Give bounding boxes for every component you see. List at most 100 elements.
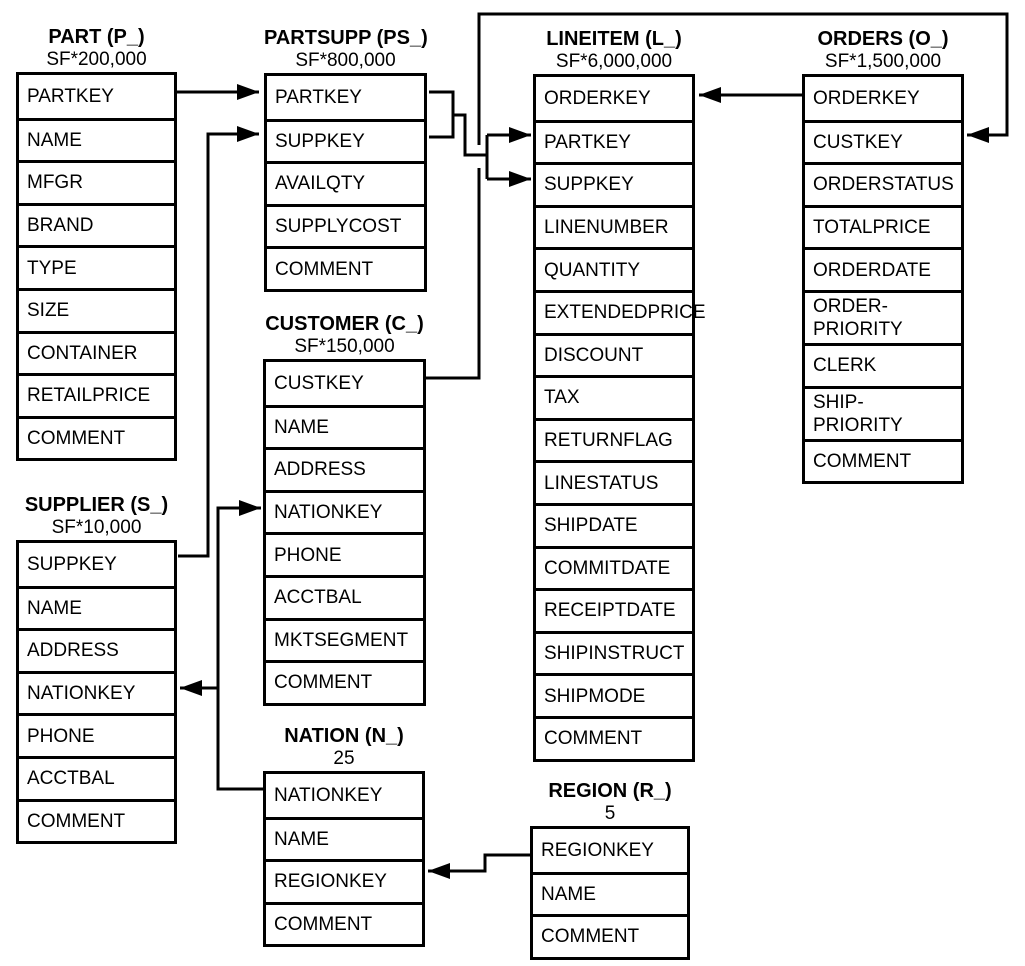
arrow-customer-to-orders-custkey <box>477 12 1009 145</box>
orders-title: ORDERS (O_) <box>817 28 949 50</box>
column-row: SUPPKEY <box>267 118 424 162</box>
column-row: SUPPKEY <box>536 162 692 205</box>
column-row: SUPPKEY <box>27 553 117 575</box>
customer-title: CUSTOMER (C_) <box>265 313 424 335</box>
column-row: RETURNFLAG <box>536 417 692 461</box>
column-row: RETAILPRICE <box>19 373 174 416</box>
arrow-region-to-nation-regionkey <box>428 853 530 879</box>
column-row: SHIPINSTRUCT <box>536 630 692 674</box>
column-row: NATIONKEY <box>19 670 174 714</box>
column-row: REGIONKEY <box>266 859 422 902</box>
column-row: TYPE <box>19 245 174 288</box>
column-row: PHONE <box>19 713 174 756</box>
column-row: MKTSEGMENT <box>266 617 423 661</box>
lineitem-cardinality: SF*6,000,000 <box>555 51 673 72</box>
column-row: SHIPDATE <box>536 502 692 546</box>
column-row: NATIONKEY <box>274 784 383 806</box>
column-row: NAME <box>19 117 174 161</box>
partsupp-key-bracket <box>429 90 455 139</box>
column-row: CLERK <box>805 342 961 386</box>
column-row: TAX <box>536 375 692 418</box>
column-row: ORDERKEY <box>544 87 651 109</box>
orders-cardinality: SF*1,500,000 <box>824 51 942 72</box>
column-row: MFGR <box>19 160 174 203</box>
region-title: REGION (R_) <box>548 780 672 802</box>
column-row: RECEIPTDATE <box>536 588 692 631</box>
column-row: BRAND <box>19 202 174 246</box>
column-row: ORDERKEY <box>813 87 920 109</box>
table-orders: ORDERS (O_) SF*1,500,000 ORDERKEY CUSTKEY… <box>802 28 964 485</box>
partsupp-to-lineitem-bus <box>453 113 489 179</box>
partsupp-cardinality: SF*800,000 <box>295 50 396 71</box>
column-row: NAME <box>266 816 422 860</box>
column-row: COMMENT <box>266 660 423 703</box>
column-row: TOTALPRICE <box>805 204 961 248</box>
column-row: NAME <box>266 404 423 448</box>
lineitem-title: LINEITEM (L_) <box>546 28 682 50</box>
column-row: SHIP- PRIORITY <box>805 385 961 439</box>
column-row: COMMENT <box>267 246 424 289</box>
column-row: NAME <box>19 585 174 629</box>
column-row: PARTKEY <box>27 85 114 107</box>
column-row: NATIONKEY <box>266 489 423 533</box>
column-row: COMMENT <box>805 438 961 482</box>
column-row: PARTKEY <box>536 119 692 163</box>
column-row: SUPPLYCOST <box>267 203 424 247</box>
column-row: SIZE <box>19 287 174 331</box>
column-row: LINENUMBER <box>536 204 692 248</box>
supplier-cardinality: SF*10,000 <box>51 517 142 538</box>
column-row: ADDRESS <box>266 447 423 490</box>
column-row: COMMENT <box>266 901 422 945</box>
column-row: LINESTATUS <box>536 460 692 503</box>
column-row: QUANTITY <box>536 247 692 290</box>
column-row: ORDER- PRIORITY <box>805 289 961 343</box>
column-row: COMMENT <box>536 715 692 759</box>
column-row: COMMENT <box>19 415 174 459</box>
column-row: AVAILQTY <box>267 161 424 204</box>
column-row: COMMENT <box>533 914 687 957</box>
column-row: ACCTBAL <box>266 574 423 618</box>
partsupp-title: PARTSUPP (PS_) <box>264 27 428 49</box>
column-row: COMMENT <box>19 798 174 842</box>
table-partsupp: PARTSUPP (PS_) SF*800,000 PARTKEY SUPPKEY… <box>264 27 428 292</box>
part-cardinality: SF*200,000 <box>46 49 147 70</box>
nation-cardinality: 25 <box>333 748 355 769</box>
column-row: CUSTKEY <box>274 372 364 394</box>
column-row: CUSTKEY <box>805 119 961 163</box>
customer-custkey-line-lower <box>426 168 481 380</box>
column-row: ORDERSTATUS <box>805 162 961 205</box>
table-lineitem: LINEITEM (L_) SF*6,000,000 ORDERKEY PARTK… <box>533 28 706 762</box>
column-row: PARTKEY <box>275 86 362 108</box>
column-row: NAME <box>533 871 687 915</box>
column-row: PHONE <box>266 532 423 575</box>
column-row: REGIONKEY <box>541 839 654 861</box>
column-row: COMMITDATE <box>536 545 692 589</box>
customer-cardinality: SF*150,000 <box>294 336 395 357</box>
supplier-title: SUPPLIER (S_) <box>24 494 169 516</box>
region-cardinality: 5 <box>604 803 616 824</box>
column-row: SHIPMODE <box>536 673 692 716</box>
arrow-supplier-to-partsupp-suppkey <box>178 126 259 558</box>
column-row: CONTAINER <box>19 330 174 374</box>
column-row: ACCTBAL <box>19 755 174 799</box>
column-row: DISCOUNT <box>536 332 692 376</box>
part-title: PART (P_) <box>48 26 145 48</box>
column-row: EXTENDEDPRICE <box>536 289 706 333</box>
nation-title: NATION (N_) <box>284 725 404 747</box>
arrow-nation-to-customer-nationkey <box>216 500 264 791</box>
column-row: ORDERDATE <box>805 247 961 290</box>
column-row: ADDRESS <box>19 628 174 671</box>
